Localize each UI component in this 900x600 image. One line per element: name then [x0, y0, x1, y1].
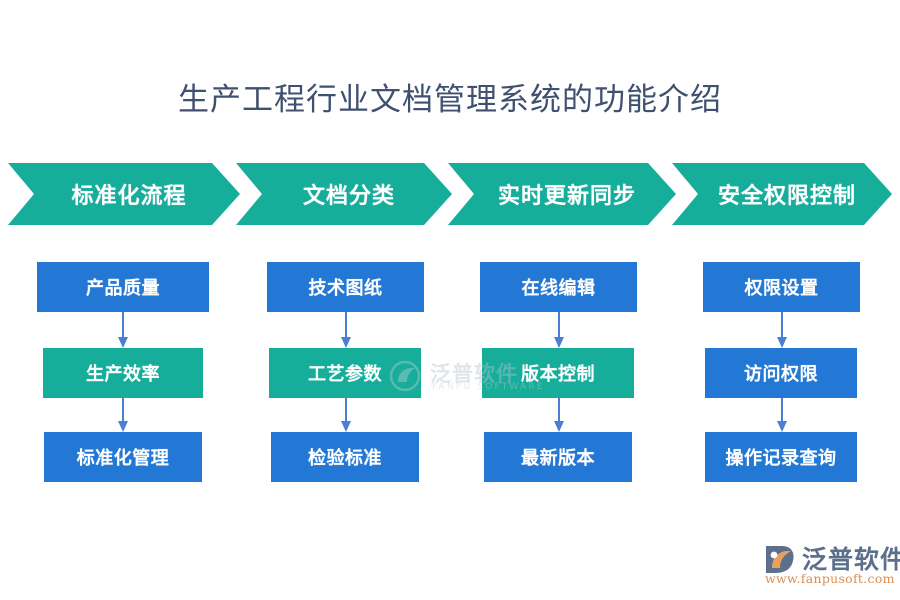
- flow-column-4: 权限设置 访问权限 操作记录查询: [703, 262, 860, 482]
- flow-node-1-3[interactable]: 标准化管理: [44, 432, 202, 482]
- flow-node-label: 操作记录查询: [725, 448, 837, 469]
- banner-chevron-3[interactable]: 实时更新同步: [448, 163, 676, 225]
- chevron-shape-icon: [8, 163, 240, 225]
- flow-node-4-3[interactable]: 操作记录查询: [705, 432, 857, 482]
- chevron-shape-icon: [448, 163, 676, 225]
- flow-node-1-1[interactable]: 产品质量: [37, 262, 209, 312]
- flow-node-1-2[interactable]: 生产效率: [43, 348, 203, 398]
- arrow-down-icon: [118, 398, 128, 432]
- banner-label-1: 标准化流程: [71, 183, 187, 209]
- flow-node-2-3[interactable]: 检验标准: [271, 432, 419, 482]
- flow-node-3-3[interactable]: 最新版本: [484, 432, 632, 482]
- arrow-down-icon: [340, 398, 351, 432]
- flow-arrow-2-2: [267, 398, 424, 432]
- banner-label-4: 安全权限控制: [717, 183, 856, 209]
- flow-node-label: 检验标准: [308, 448, 382, 469]
- flow-node-4-1[interactable]: 权限设置: [703, 262, 860, 312]
- flow-node-label: 标准化管理: [76, 448, 170, 469]
- flow-arrow-4-1: [703, 312, 860, 348]
- flow-node-label: 访问权限: [744, 364, 818, 385]
- flow-node-4-2[interactable]: 访问权限: [705, 348, 857, 398]
- flow-arrow-1-1: [37, 312, 209, 348]
- flow-node-2-1[interactable]: 技术图纸: [267, 262, 424, 312]
- flow-node-label: 最新版本: [521, 448, 595, 469]
- flow-node-label: 权限设置: [744, 278, 819, 299]
- banner-row: 标准化流程 文档分类 实时更新同步 安全权限控制: [8, 163, 892, 225]
- banner-label-2: 文档分类: [302, 183, 395, 209]
- arrow-down-icon: [553, 312, 564, 348]
- flow-arrow-4-2: [703, 398, 860, 432]
- flow-column-3: 在线编辑 版本控制 最新版本: [480, 262, 637, 482]
- banner-label-3: 实时更新同步: [497, 183, 636, 209]
- arrow-down-icon: [776, 312, 787, 348]
- brand-name: 泛普软件: [802, 545, 900, 574]
- flow-node-2-2[interactable]: 工艺参数: [269, 348, 421, 398]
- flow-arrow-1-2: [37, 398, 209, 432]
- banner-chevron-4[interactable]: 安全权限控制: [672, 163, 892, 225]
- brand-url: www.fanpusoft.com: [765, 571, 895, 586]
- chevron-shape-icon: [672, 163, 892, 225]
- banner-chevron-2[interactable]: 文档分类: [236, 163, 452, 225]
- flow-node-3-1[interactable]: 在线编辑: [480, 262, 637, 312]
- arrow-down-icon: [118, 312, 128, 348]
- flow-arrow-3-2: [480, 398, 637, 432]
- arrow-down-icon: [776, 398, 787, 432]
- arrow-down-icon: [553, 398, 564, 432]
- flow-node-label: 生产效率: [86, 364, 160, 385]
- flow-node-label: 版本控制: [521, 364, 595, 385]
- page-title: 生产工程行业文档管理系统的功能介绍: [178, 82, 722, 118]
- banner-chevron-1[interactable]: 标准化流程: [8, 163, 240, 225]
- flow-column-1: 产品质量 生产效率 标准化管理: [37, 262, 209, 482]
- flow-node-label: 技术图纸: [308, 278, 383, 299]
- chevron-shape-icon: [236, 163, 452, 225]
- flow-arrow-2-1: [267, 312, 424, 348]
- brand-logo[interactable]: 泛普软件 www.fanpusoft.com: [762, 540, 900, 590]
- flow-node-label: 产品质量: [86, 278, 160, 299]
- flow-node-label: 在线编辑: [521, 278, 596, 299]
- flow-column-2: 技术图纸 工艺参数 检验标准: [267, 262, 424, 482]
- flow-node-3-2[interactable]: 版本控制: [482, 348, 634, 398]
- flow-arrow-3-1: [480, 312, 637, 348]
- flow-node-label: 工艺参数: [308, 364, 382, 385]
- fanpu-leaf-icon: [766, 546, 794, 573]
- arrow-down-icon: [340, 312, 351, 348]
